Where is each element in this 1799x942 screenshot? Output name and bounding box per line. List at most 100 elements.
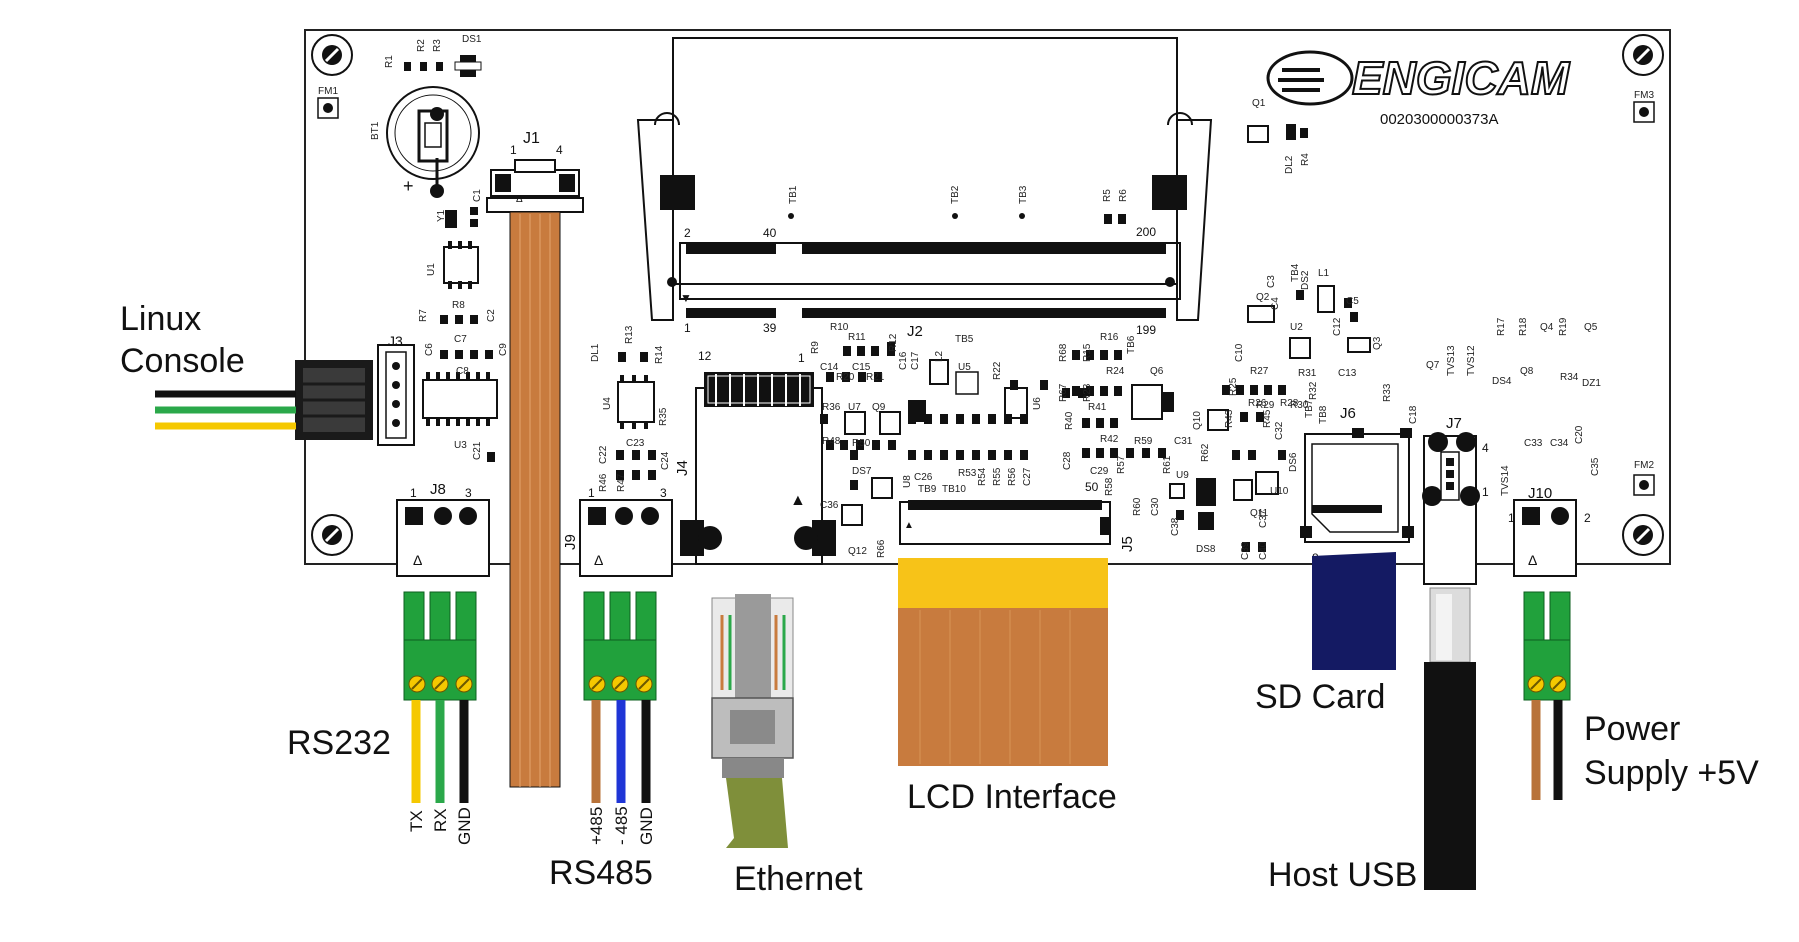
refdes-r58: R58 — [1104, 477, 1115, 496]
refdes-r57: R57 — [1116, 455, 1127, 474]
refdes-r16: R16 — [1100, 332, 1119, 343]
j2-pin1: 1 — [684, 321, 691, 335]
refdes-c17: C17 — [910, 351, 921, 370]
j1-label: J1 — [523, 130, 540, 147]
refdes-r12: R12 — [888, 333, 899, 352]
svg-text:Δ: Δ — [413, 552, 422, 568]
rs485-terminal-block — [583, 591, 657, 803]
refdes-r2: R2 — [416, 39, 427, 52]
j2-label: J2 — [907, 323, 923, 340]
refdes-r8: R8 — [452, 300, 465, 311]
connector-j10: Δ J10 1 2 — [1508, 485, 1591, 577]
refdes-r47: R47 — [616, 473, 627, 492]
refdes-r33: R33 — [1382, 383, 1393, 402]
connector-j9: Δ J9 1 3 — [562, 486, 673, 577]
battery-bt1: + BT1 — [370, 86, 480, 198]
svg-text:Δ: Δ — [516, 194, 523, 205]
connector-j2: ▼ 2 40 200 1 39 199 J2 — [636, 37, 1213, 340]
refdes-ds8: DS8 — [1196, 544, 1216, 555]
refdes-q1: Q1 — [1252, 98, 1266, 109]
refdes-ds7: DS7 — [852, 466, 872, 477]
callout-rs232: RS232 — [287, 724, 391, 762]
j5-label: J5 — [1119, 536, 1136, 552]
refdes-ds4: DS4 — [1492, 376, 1512, 387]
refdes-r4: R4 — [1300, 153, 1311, 166]
refdes-r60: R60 — [1132, 497, 1143, 516]
connector-j7: J7 4 1 — [1422, 415, 1489, 585]
j8-pin3: 3 — [465, 486, 472, 500]
refdes-r56: R56 — [1007, 467, 1018, 486]
refdes-c3: C3 — [1266, 275, 1277, 288]
passives-top-left — [404, 55, 498, 462]
refdes-r5: R5 — [1102, 189, 1113, 202]
refdes-c15: C15 — [852, 362, 871, 373]
refdes-r25: R25 — [1228, 377, 1239, 396]
refdes-r29: R29 — [1256, 400, 1275, 411]
brand-name: ENGICAM — [1352, 52, 1571, 104]
j1-pin4: 4 — [556, 143, 563, 157]
refdes-r32: R32 — [1308, 381, 1319, 400]
refdes-c14: C14 — [820, 362, 839, 373]
callout-sd-card: SD Card — [1255, 678, 1385, 716]
refdes-tvs12: TVS12 — [1466, 345, 1477, 376]
refdes-r53: R53 — [958, 468, 977, 479]
refdes-r43: R43 — [1224, 409, 1235, 428]
j2-pin40: 40 — [763, 226, 777, 240]
refdes-c36: C36 — [820, 500, 839, 511]
refdes-r9: R9 — [810, 341, 821, 354]
refdes-r61: R61 — [1162, 455, 1173, 474]
fiducial-fm3: FM3 — [1633, 90, 1655, 123]
rs232-terminal-block — [403, 591, 477, 803]
refdes-dl1: DL1 — [590, 343, 601, 362]
j2-pin39: 39 — [763, 321, 777, 335]
refdes-c24: C24 — [660, 451, 671, 470]
refdes-c34: C34 — [1550, 438, 1569, 449]
refdes-ds1: DS1 — [462, 34, 482, 45]
refdes-c37: C37 — [1258, 509, 1269, 528]
refdes-ds6: DS6 — [1288, 452, 1299, 472]
wire-label-plus485: +485 — [587, 807, 606, 845]
bt1-label: BT1 — [370, 121, 381, 140]
refdes-c29: C29 — [1090, 466, 1109, 477]
refdes-r36: R36 — [822, 402, 841, 413]
fm2-label: FM2 — [1634, 460, 1654, 471]
refdes-tb5: TB5 — [955, 334, 974, 345]
refdes-r7: R7 — [418, 309, 429, 322]
j9-label: J9 — [562, 534, 579, 550]
refdes-r67: R67 — [1058, 383, 1069, 402]
callout-power-line2: Supply +5V — [1584, 754, 1759, 792]
refdes-r62: R62 — [1200, 443, 1211, 462]
refdes-c12: C12 — [1332, 317, 1343, 336]
refdes-r31: R31 — [1298, 368, 1317, 379]
wire-label-gnd-232: GND — [455, 807, 474, 845]
j2-pin2: 2 — [684, 226, 691, 240]
refdes-r11: R11 — [848, 332, 866, 343]
ethernet-plug — [711, 594, 794, 848]
refdes-c13: C13 — [1338, 368, 1357, 379]
callout-ethernet: Ethernet — [734, 860, 863, 898]
refdes-q10: Q10 — [1192, 411, 1203, 430]
wire-label-minus485: - 485 — [612, 806, 631, 845]
refdes-r18: R18 — [1518, 317, 1529, 336]
j9-pin3: 3 — [660, 486, 667, 500]
board-serial: 0020300000373A — [1380, 111, 1498, 128]
svg-text:▼: ▼ — [680, 291, 692, 305]
refdes-y1: Y1 — [436, 209, 447, 222]
refdes-r15: R15 — [1082, 343, 1093, 362]
refdes-c16: C16 — [898, 351, 909, 370]
refdes-r22: R22 — [992, 361, 1003, 380]
fiducial-fm1: FM1 — [317, 86, 339, 119]
j10-pin1: 1 — [1508, 511, 1515, 525]
refdes-u9: U9 — [1176, 470, 1189, 481]
refdes-r3: R3 — [432, 39, 443, 52]
j7-pin1: 1 — [1482, 485, 1489, 499]
svg-text:Δ: Δ — [594, 552, 603, 568]
svg-text:Δ: Δ — [1528, 552, 1537, 568]
refdes-tb2: TB2 — [950, 185, 961, 204]
console-wires — [155, 390, 296, 430]
callout-host-usb: Host USB — [1268, 856, 1417, 894]
refdes-u1: U1 — [426, 263, 437, 276]
fm1-label: FM1 — [318, 86, 338, 97]
